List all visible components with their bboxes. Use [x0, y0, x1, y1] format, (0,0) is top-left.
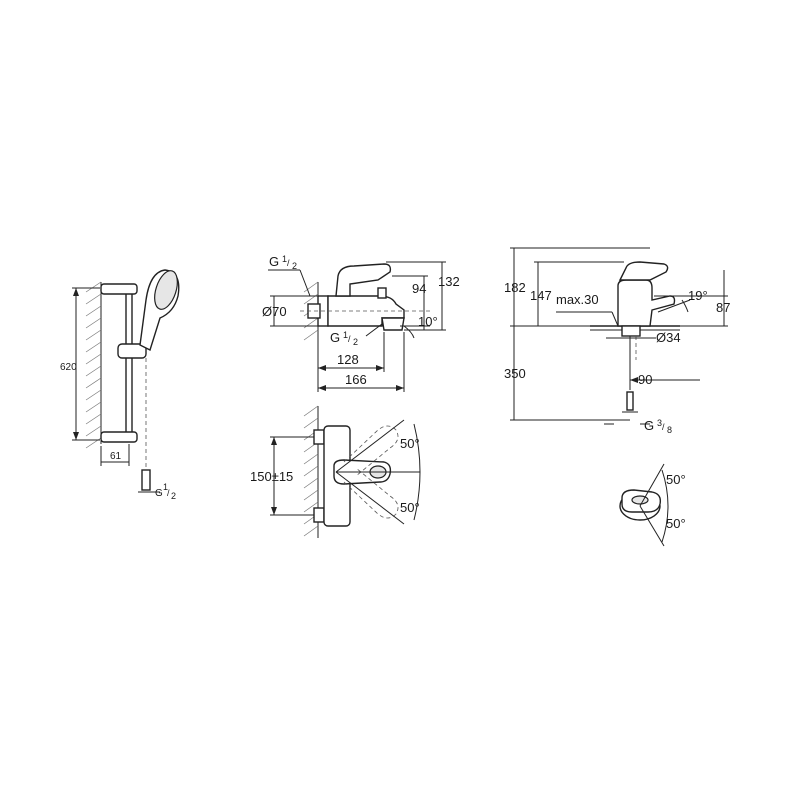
basin-height-total: 182 — [504, 280, 526, 295]
bath-centres-label: 150±15 — [250, 469, 293, 484]
basin-angle-up: 50° — [666, 472, 686, 487]
svg-text:/: / — [167, 488, 170, 498]
dim-bath-centres: 150±15 — [250, 436, 314, 516]
bath-spout — [381, 317, 405, 331]
rail-bracket-bottom — [100, 431, 138, 443]
diverter-knob — [377, 287, 387, 299]
svg-text:2: 2 — [353, 337, 358, 347]
dim-basin-heights: 182 147 350 — [504, 247, 650, 421]
basin-lever — [618, 261, 669, 281]
svg-text:/: / — [348, 334, 351, 344]
bath-angle-down: 50° — [400, 500, 420, 515]
basin-projection-label: 87 — [716, 300, 730, 315]
svg-text:G: G — [644, 418, 654, 433]
svg-text:G: G — [155, 488, 163, 499]
rail-bracket-top — [100, 283, 138, 295]
dim-bath-projection: 128 166 — [317, 332, 405, 392]
svg-text:1: 1 — [163, 482, 168, 492]
svg-text:1: 1 — [343, 330, 348, 340]
basin-mixer-body — [617, 279, 676, 327]
bath-projection-total: 166 — [345, 372, 367, 387]
basin-angle-down: 50° — [666, 516, 686, 531]
bath-thread-bottom: G 1 / 2 — [330, 323, 383, 347]
svg-text:2: 2 — [292, 261, 297, 271]
dim-basin-offset: 90 — [629, 360, 700, 387]
dim-basin-angle: 19° 87 — [654, 270, 730, 327]
dim-flange-diameter: Ø70 — [262, 295, 318, 327]
rail-slider — [117, 343, 147, 359]
basin-max-label: max.30 — [556, 292, 599, 307]
rail-thread-label: G 1 / 2 — [150, 482, 176, 501]
basin-mixer-top-view: 50° 50° — [619, 463, 686, 547]
dim-rail-height: 620 — [60, 287, 100, 441]
basin-hole-label: Ø34 — [656, 330, 681, 345]
wall-hatch-bath-top — [303, 405, 319, 538]
svg-text:2: 2 — [171, 491, 176, 501]
bath-height-total: 132 — [438, 274, 460, 289]
bath-angle-label: 10° — [418, 314, 438, 329]
dim-bath-angle: 10° — [400, 314, 438, 339]
basin-angle-label: 19° — [688, 288, 708, 303]
svg-text:G: G — [330, 330, 340, 345]
shower-rail — [125, 289, 133, 441]
dim-basin-max: max.30 — [556, 292, 619, 327]
basin-thread-label: G 3 / 8 — [604, 418, 672, 435]
rail-height-label: 620 — [60, 362, 77, 373]
bath-projection-spout: 128 — [337, 352, 359, 367]
bath-height-spout: 94 — [412, 281, 426, 296]
shower-rail-view: 620 61 G 1 / 2 — [60, 269, 180, 501]
bath-thread-top: G 1 / 2 — [268, 254, 311, 297]
bath-angle-up: 50° — [400, 436, 420, 451]
svg-text:3: 3 — [657, 418, 662, 428]
svg-text:/: / — [287, 258, 290, 268]
basin-height-spout: 147 — [530, 288, 552, 303]
flange-diameter-label: Ø70 — [262, 304, 287, 319]
dim-rail-offset: 61 — [100, 444, 130, 466]
basin-offset-label: 90 — [638, 372, 652, 387]
wall-hatch-left — [85, 281, 102, 449]
bath-mixer-side-view: G 1 / 2 Ø70 132 94 10° — [262, 254, 460, 392]
dim-basin-hole: Ø34 — [606, 330, 681, 345]
rail-offset-label: 61 — [110, 451, 122, 462]
hand-shower — [139, 269, 180, 351]
svg-text:/: / — [662, 422, 665, 432]
bath-mixer-top-view: 50° 50° 150±15 — [250, 405, 421, 538]
bath-lever — [335, 263, 392, 297]
hose-connector — [141, 469, 151, 491]
svg-text:1: 1 — [282, 254, 287, 264]
svg-text:8: 8 — [667, 425, 672, 435]
basin-hose-length: 350 — [504, 366, 526, 381]
dim-bath-heights: 132 94 — [386, 261, 460, 331]
basin-mixer-side-view: 182 147 350 max.30 19° 87 Ø34 — [504, 247, 730, 435]
svg-text:G: G — [269, 254, 279, 269]
